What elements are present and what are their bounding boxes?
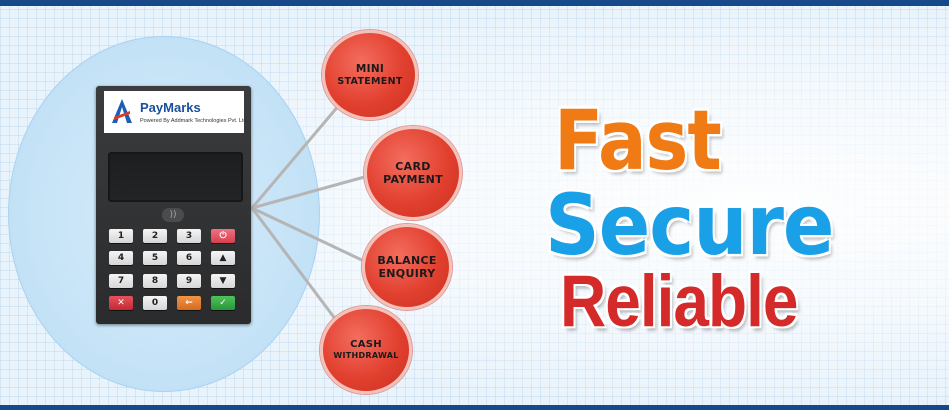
- bottom-frame-bar: [0, 405, 949, 410]
- service-label-line2: PAYMENT: [383, 173, 443, 186]
- key-6: 6: [177, 251, 201, 265]
- slogan-reliable: Reliable: [560, 259, 798, 342]
- service-bubble-balance-enquiry: BALANCE ENQUIRY: [362, 224, 452, 310]
- service-label-line2: WITHDRAWAL: [333, 351, 399, 361]
- service-label-line1: CARD: [395, 159, 431, 173]
- device-display: [108, 152, 243, 202]
- key-5: 5: [143, 251, 167, 265]
- pos-device: PayMarks Powered By Addmark Technologies…: [96, 86, 251, 324]
- key-1: 1: [109, 229, 133, 243]
- key-power: ⏻: [211, 229, 235, 243]
- key-3: 3: [177, 229, 201, 243]
- key-0: 0: [143, 296, 167, 310]
- paymarks-logo-icon: [112, 99, 132, 123]
- key-cancel: ✕: [109, 296, 133, 310]
- key-enter: ✓: [211, 296, 235, 310]
- contactless-icon: )): [162, 208, 184, 222]
- service-label-line2: ENQUIRY: [378, 267, 436, 280]
- key-7: 7: [109, 274, 133, 288]
- connector-line-mini-statement: [250, 103, 342, 209]
- service-label-line1: CASH: [350, 339, 382, 351]
- key-up: ▲: [211, 251, 235, 265]
- key-2: 2: [143, 229, 167, 243]
- top-frame-bar: [0, 0, 949, 6]
- brand-tagline: Powered By Addmark Technologies Pvt. Ltd…: [140, 118, 249, 124]
- key-9: 9: [177, 274, 201, 288]
- service-bubble-mini-statement: MINI STATEMENT: [322, 30, 418, 120]
- service-label-line1: BALANCE: [377, 253, 437, 267]
- slogan-secure: Secure: [545, 176, 834, 274]
- brand-name: PayMarks: [140, 100, 201, 115]
- service-label-line2: STATEMENT: [337, 75, 403, 87]
- key-backspace: ←: [177, 296, 201, 310]
- connector-line-cash-withdrawal: [250, 207, 338, 321]
- connector-line-balance-enquiry: [251, 206, 367, 264]
- key-down: ▼: [211, 274, 235, 288]
- service-bubble-cash-withdrawal: CASH WITHDRAWAL: [320, 306, 412, 394]
- connector-line-card-payment: [251, 174, 369, 210]
- device-logo-panel: PayMarks Powered By Addmark Technologies…: [104, 91, 248, 133]
- slogan-fast: Fast: [554, 92, 722, 189]
- key-4: 4: [109, 251, 133, 265]
- key-8: 8: [143, 274, 167, 288]
- service-label-line1: MINI: [355, 63, 385, 75]
- service-bubble-card-payment: CARD PAYMENT: [364, 126, 462, 220]
